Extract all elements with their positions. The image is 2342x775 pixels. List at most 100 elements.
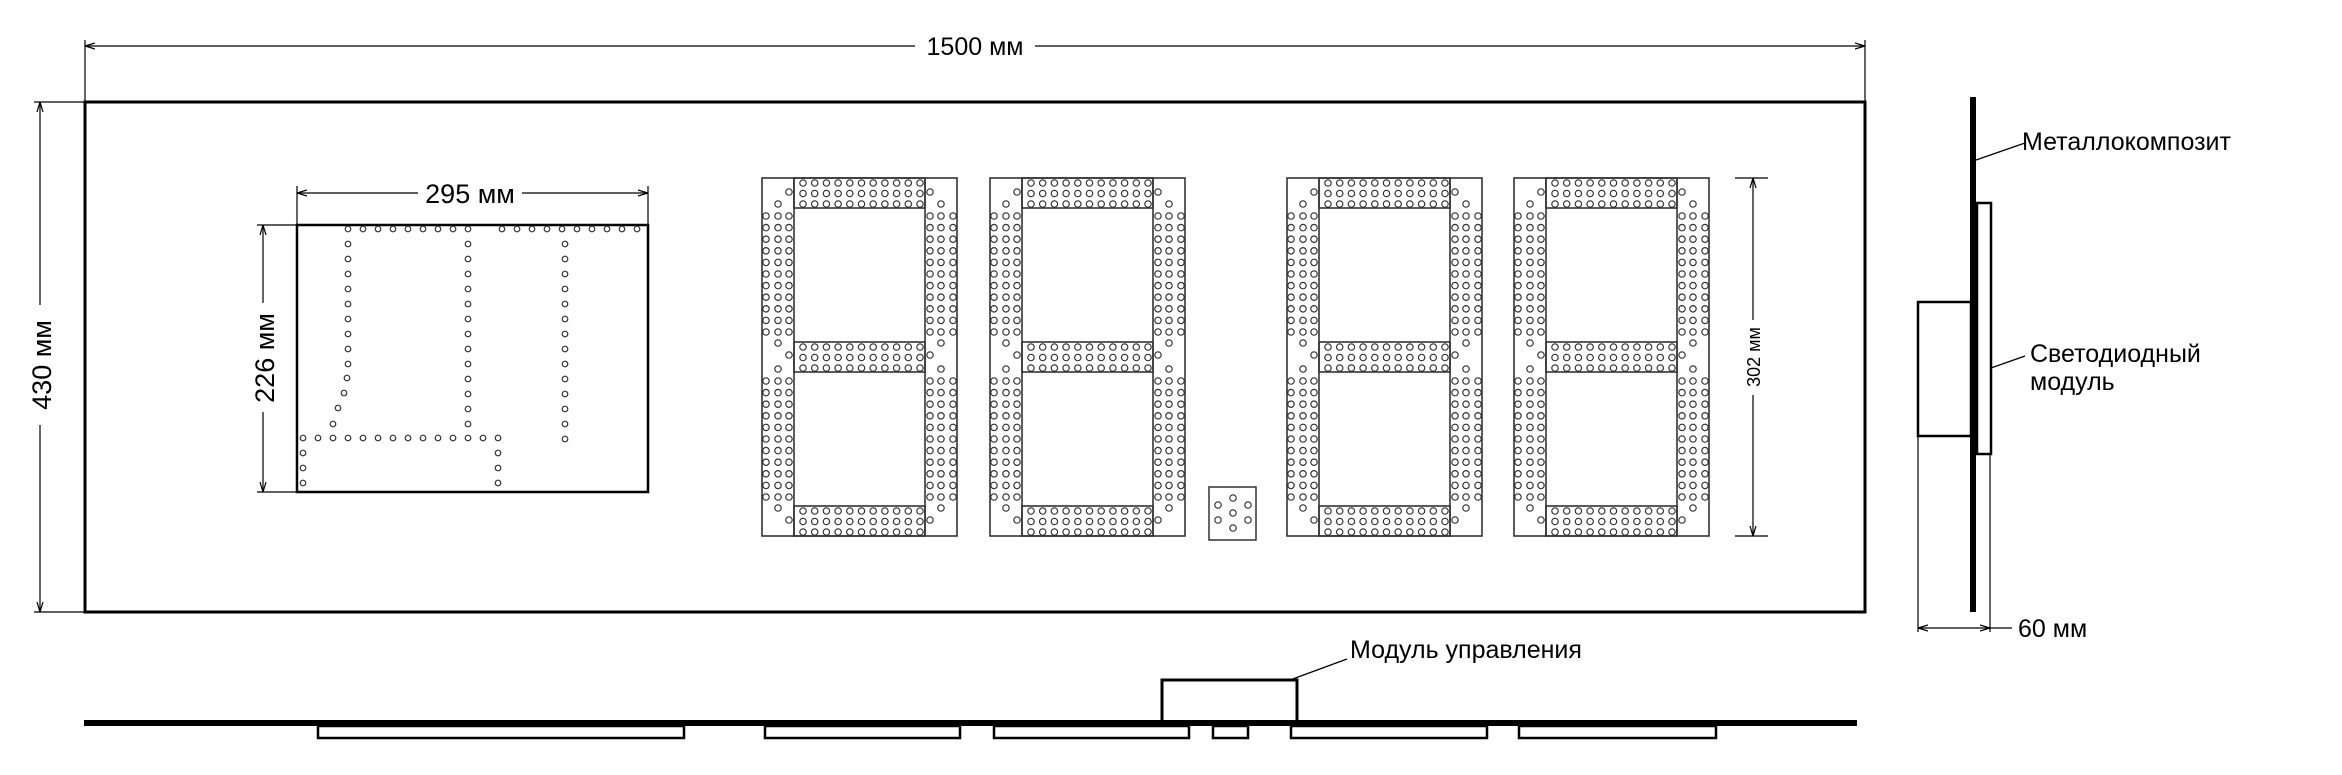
led-dot xyxy=(1586,364,1594,372)
led-dot xyxy=(857,179,866,187)
led-dot xyxy=(1359,343,1367,351)
led-dot xyxy=(1462,223,1470,232)
led-dot xyxy=(1514,223,1522,232)
led-dot xyxy=(1085,353,1094,362)
led-dot xyxy=(1537,258,1545,267)
led-dot xyxy=(1287,400,1295,409)
led-dot xyxy=(1689,388,1697,397)
led-dot xyxy=(1165,388,1173,397)
led-dot xyxy=(1621,189,1630,198)
led-dot xyxy=(822,517,831,526)
led-dot xyxy=(1287,469,1295,478)
led-dot xyxy=(1586,507,1594,515)
led-dot xyxy=(1429,507,1438,515)
led-dot xyxy=(990,446,998,455)
led-dot xyxy=(1526,328,1534,336)
led-dot xyxy=(881,200,889,208)
led-dot xyxy=(1347,364,1356,372)
led-dot xyxy=(1406,189,1414,198)
led-dot xyxy=(1537,388,1545,397)
led-dot xyxy=(1678,423,1686,432)
led-dot xyxy=(1394,343,1403,351)
led-dot xyxy=(1244,516,1252,524)
led-dot xyxy=(1526,258,1534,267)
led-dot xyxy=(561,270,569,278)
led-dot xyxy=(1462,423,1470,432)
led-dot xyxy=(1678,400,1686,409)
led-dot xyxy=(892,343,901,351)
led-dot xyxy=(799,364,807,372)
led-dot xyxy=(1621,353,1630,362)
led-dot xyxy=(1689,293,1697,302)
horizontal-segment xyxy=(1021,177,1154,209)
led-dot xyxy=(1299,339,1307,347)
text-module: 295 мм 226 мм xyxy=(250,179,650,494)
led-dot xyxy=(1621,179,1630,187)
led-dot xyxy=(810,353,819,362)
led-dot xyxy=(1002,200,1010,208)
led-dot xyxy=(1474,481,1482,490)
led-dot xyxy=(1310,516,1318,524)
led-dot xyxy=(1013,446,1021,455)
led-dot xyxy=(1335,189,1344,198)
led-dot xyxy=(774,258,782,267)
led-dot xyxy=(926,377,934,385)
led-dot xyxy=(1287,423,1295,432)
led-dot xyxy=(1002,481,1010,490)
led-dot xyxy=(1598,517,1606,526)
led-dot xyxy=(1514,481,1522,490)
led-dot xyxy=(785,458,793,467)
led-dot xyxy=(949,469,957,478)
led-dot xyxy=(1120,343,1129,351)
led-module-label-line1: Светодиодный xyxy=(2030,340,2201,368)
led-dot xyxy=(1132,528,1141,536)
led-dot xyxy=(344,315,352,323)
led-dot xyxy=(774,270,782,278)
led-dot xyxy=(937,316,945,325)
module-width-label: 295 мм xyxy=(425,179,515,209)
led-dot xyxy=(1598,189,1606,198)
led-dot xyxy=(1050,517,1059,526)
led-dot xyxy=(1038,507,1047,515)
led-dot xyxy=(1689,316,1697,325)
led-dot xyxy=(1324,353,1332,362)
led-dot xyxy=(892,353,901,362)
led-module-bottom xyxy=(1517,724,1718,740)
led-dot xyxy=(1287,316,1295,325)
led-dot xyxy=(1537,305,1545,313)
led-dot xyxy=(1633,353,1641,362)
led-dot xyxy=(1633,507,1641,515)
led-dot xyxy=(419,434,427,442)
led-dot xyxy=(1177,293,1185,302)
led-dot xyxy=(1474,316,1482,325)
led-dot xyxy=(1310,212,1318,220)
led-dot xyxy=(1441,364,1449,372)
led-dot xyxy=(1287,328,1295,336)
led-dot xyxy=(1429,364,1438,372)
led-dot xyxy=(1526,247,1534,255)
led-dot xyxy=(1537,400,1545,409)
led-dot xyxy=(1165,316,1173,325)
led-dot xyxy=(1074,528,1082,536)
led-dot xyxy=(1132,364,1141,372)
led-dot xyxy=(1287,270,1295,278)
led-dot xyxy=(1689,258,1697,267)
led-dot xyxy=(1347,507,1356,515)
led-dot xyxy=(990,281,998,290)
led-dot xyxy=(1701,235,1709,244)
led-dot xyxy=(1120,353,1129,362)
led-dot xyxy=(1526,458,1534,467)
led-dot xyxy=(1287,281,1295,290)
led-dot xyxy=(937,400,945,409)
led-dot xyxy=(1132,200,1141,208)
horizontal-segment xyxy=(1021,341,1154,373)
led-dot xyxy=(1050,528,1059,536)
led-dot xyxy=(1371,364,1379,372)
led-dot xyxy=(561,390,569,398)
led-dot xyxy=(1609,353,1618,362)
led-dot xyxy=(1062,189,1070,198)
led-dot xyxy=(449,225,457,233)
led-dot xyxy=(1165,493,1173,501)
led-dot xyxy=(1406,343,1414,351)
led-dot xyxy=(1526,270,1534,278)
